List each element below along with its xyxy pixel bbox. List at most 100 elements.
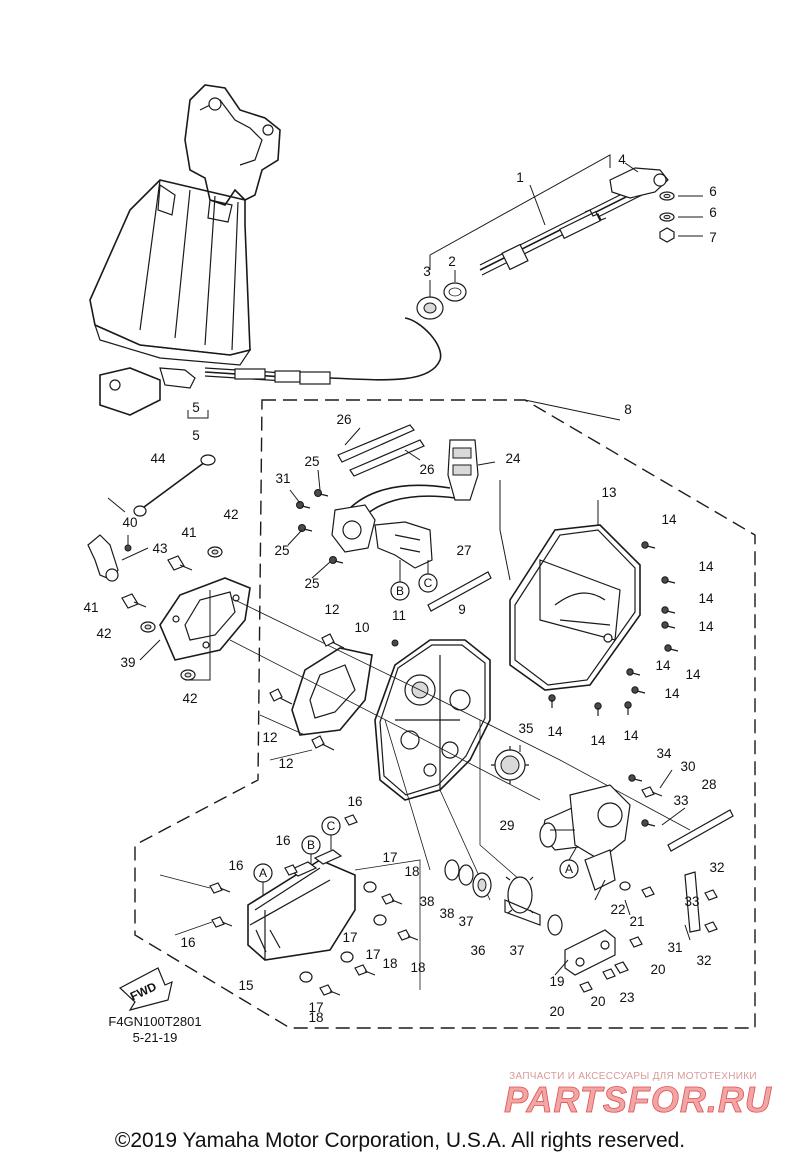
callout-32: 32 — [696, 953, 711, 968]
callout-10: 10 — [354, 620, 369, 635]
callout-18: 18 — [382, 956, 397, 971]
callout-13: 13 — [601, 485, 616, 500]
main-housing — [374, 639, 491, 801]
callout-14: 14 — [664, 686, 680, 701]
callout-39: 39 — [120, 655, 135, 670]
callout-38: 38 — [439, 906, 454, 921]
callout-33: 33 — [684, 894, 699, 909]
callout-16: 16 — [180, 935, 195, 950]
callout-17: 17 — [308, 1000, 323, 1015]
callout-4: 4 — [618, 152, 626, 167]
callout-26: 26 — [336, 412, 351, 427]
callout-24: 24 — [505, 451, 521, 466]
callout-41: 41 — [181, 525, 196, 540]
callout-26: 26 — [419, 462, 434, 477]
callout-12: 12 — [262, 730, 277, 745]
callout-40: 40 — [122, 515, 137, 530]
callout-17: 17 — [342, 930, 357, 945]
callout-14: 14 — [698, 619, 714, 634]
callout-8: 8 — [624, 402, 632, 417]
callout-14: 14 — [698, 591, 714, 606]
svg-text:PARTSFOR.RU: PARTSFOR.RU — [504, 1079, 772, 1119]
callout-12: 12 — [278, 756, 293, 771]
callout-16: 16 — [347, 794, 362, 809]
part-date: 5-21-19 — [132, 1030, 178, 1045]
connector-C: C — [424, 576, 433, 590]
callout-29: 29 — [499, 818, 514, 833]
callout-31: 31 — [667, 940, 682, 955]
callout-14: 14 — [547, 724, 563, 739]
gear-train — [444, 859, 718, 993]
callout-12: 12 — [324, 602, 339, 617]
copyright-notice: ©2019 Yamaha Motor Corporation, U.S.A. A… — [114, 1129, 686, 1152]
connector-C: C — [327, 819, 336, 833]
callout-14: 14 — [698, 559, 714, 574]
callout-17: 17 — [382, 850, 397, 865]
callout-14: 14 — [590, 733, 606, 748]
connector-B: B — [307, 838, 315, 852]
callout-14: 14 — [685, 667, 701, 682]
callout-36: 36 — [470, 943, 485, 958]
gaskets — [139, 577, 373, 736]
connector-A: A — [565, 862, 573, 876]
callout-37: 37 — [458, 914, 473, 929]
callout-19: 19 — [549, 974, 564, 989]
callout-14: 14 — [655, 658, 671, 673]
callout-7: 7 — [709, 230, 717, 245]
callout-42: 42 — [223, 507, 238, 522]
callout-22: 22 — [610, 902, 625, 917]
callout-25: 25 — [274, 543, 289, 558]
callout-16: 16 — [228, 858, 243, 873]
callout-18: 18 — [308, 1010, 323, 1025]
callout-5: 5 — [192, 428, 200, 443]
callout-23: 23 — [619, 990, 634, 1005]
connector-B: B — [396, 584, 404, 598]
wire-harness — [287, 424, 734, 852]
callout-25: 25 — [304, 576, 319, 591]
callout-27: 27 — [456, 543, 471, 558]
callout-20: 20 — [650, 962, 665, 977]
fwd-arrow-icon: FWD — [118, 967, 173, 1011]
callout-28: 28 — [701, 777, 716, 792]
cover — [499, 480, 679, 716]
callout-17: 17 — [365, 947, 380, 962]
callout-1: 1 — [516, 170, 524, 185]
connector-markers — [253, 560, 579, 895]
part-code: F4GN100T2801 — [108, 1014, 202, 1029]
callout-33: 33 — [673, 793, 688, 808]
callout-16: 16 — [275, 833, 290, 848]
callout-43: 43 — [152, 541, 167, 556]
callout-42: 42 — [96, 626, 111, 641]
connector-A: A — [259, 866, 267, 880]
callout-6: 6 — [709, 184, 717, 199]
callout-numbers: 1234556678910111212121314141414141414141… — [83, 152, 724, 1025]
callout-11: 11 — [392, 608, 406, 623]
callout-42: 42 — [182, 691, 197, 706]
control-unit — [159, 814, 421, 996]
callout-20: 20 — [590, 994, 605, 1009]
gear-motor-assembly — [491, 745, 686, 891]
callout-9: 9 — [458, 602, 466, 617]
callout-32: 32 — [709, 860, 724, 875]
callout-5: 5 — [192, 400, 200, 415]
callout-34: 34 — [656, 746, 672, 761]
assembly-outline — [134, 399, 756, 1029]
steering-cable-assembly — [187, 154, 703, 419]
callout-14: 14 — [623, 728, 639, 743]
callout-18: 18 — [404, 864, 419, 879]
callout-25: 25 — [304, 454, 319, 469]
callout-14: 14 — [661, 512, 677, 527]
callout-41: 41 — [83, 600, 98, 615]
callout-35: 35 — [518, 721, 533, 736]
callout-20: 20 — [549, 1004, 564, 1019]
mounting-bolts — [121, 546, 345, 751]
watermark-logo: PARTSFOR.RU — [504, 1079, 772, 1119]
callout-37: 37 — [509, 943, 524, 958]
callout-38: 38 — [419, 894, 434, 909]
callout-31: 31 — [275, 471, 290, 486]
callout-2: 2 — [448, 254, 456, 269]
lever-assembly — [87, 454, 216, 582]
callout-21: 21 — [629, 914, 644, 929]
callout-6: 6 — [709, 205, 717, 220]
